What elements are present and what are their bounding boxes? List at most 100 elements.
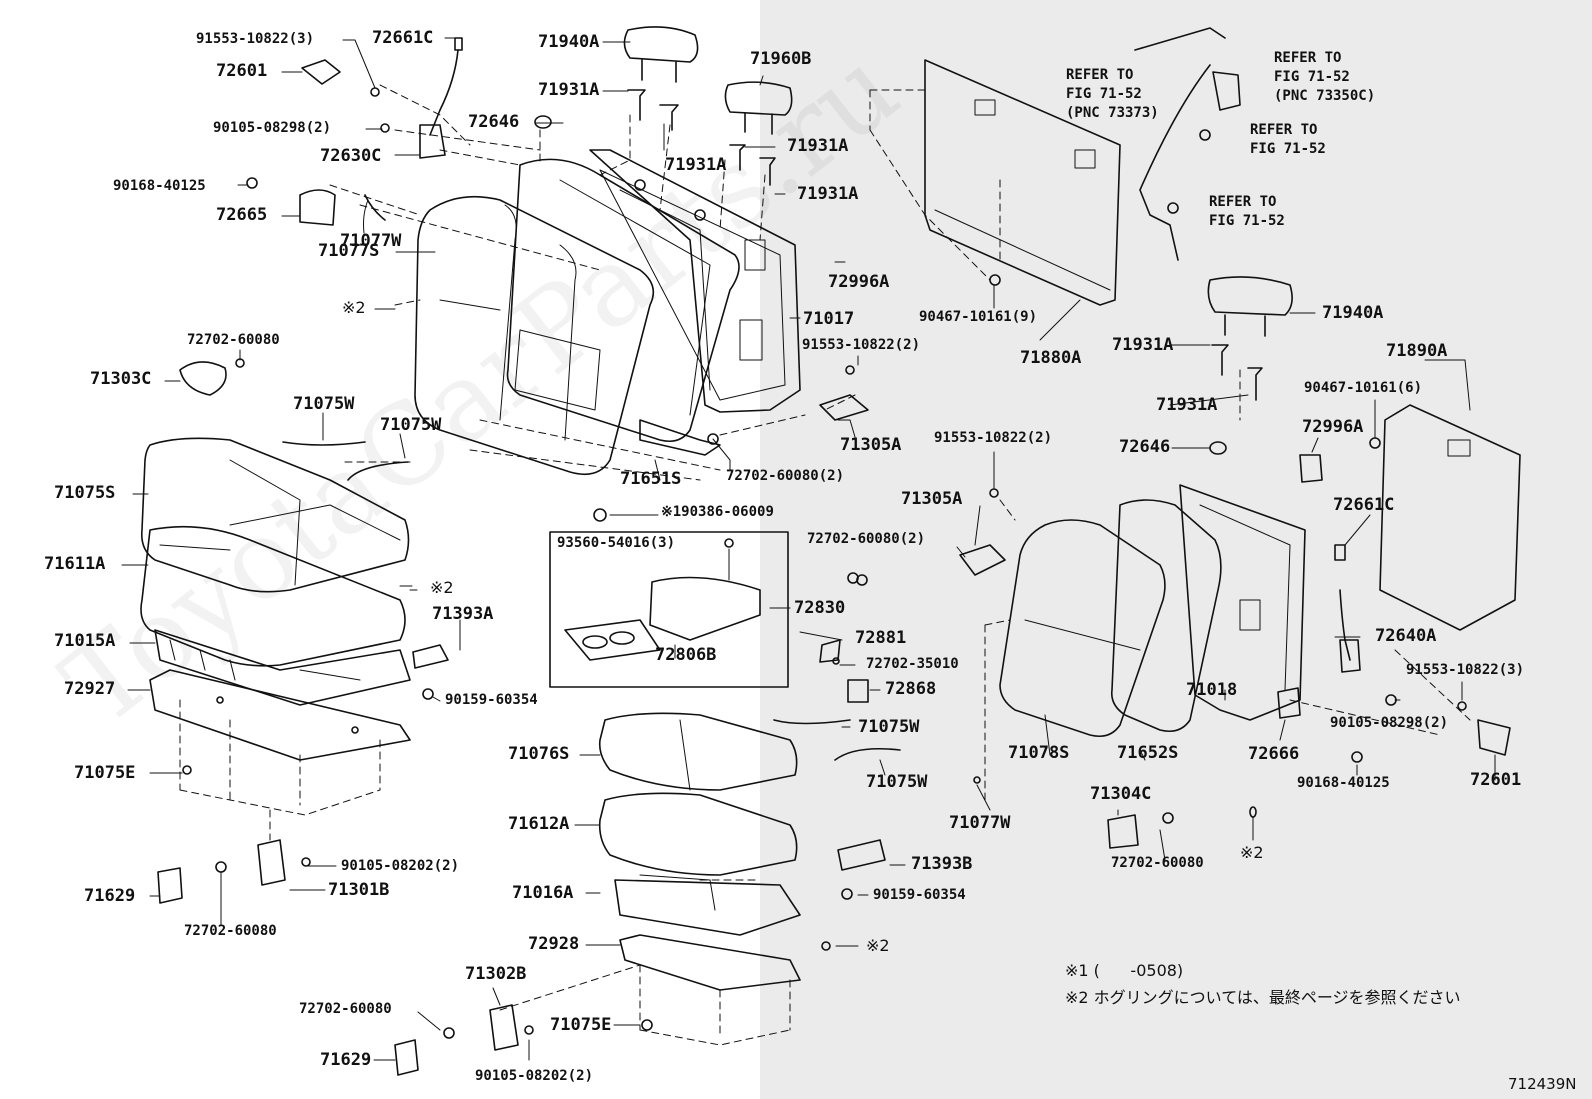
guide-lines-top-left (329, 84, 856, 481)
guide-lines-right (984, 369, 1471, 801)
part-label-72630C[interactable]: 72630C (320, 146, 382, 166)
part-label-72881[interactable]: 72881 (855, 628, 907, 648)
seat-cushion-tray-72928 (619, 934, 801, 991)
part-label-72702-60080-2[interactable]: 72702-60080(2) (726, 468, 845, 484)
part-label-71890A[interactable]: 71890A (1386, 341, 1448, 361)
headrest-guides-71931A (627, 89, 776, 186)
part-label-72702-60080[interactable]: 72702-60080 (184, 923, 277, 939)
seat-back-pad-71651S (506, 158, 740, 456)
part-label-71075E[interactable]: 71075E (74, 763, 136, 783)
reference-fig-71-52-pnc-73373[interactable]: REFER TO FIG 71-52 (PNC 73373) (1066, 67, 1159, 121)
part-label-71075W[interactable]: 71075W (866, 772, 928, 792)
seat-cushion-cover-71076S (598, 712, 798, 791)
part-label-90159-60354[interactable]: 90159-60354 (873, 887, 966, 903)
part-label-90386-06009[interactable]: ※190386-06009 (661, 504, 774, 520)
reference-fig-71-52[interactable]: REFER TO FIG 71-52 (1250, 122, 1326, 157)
part-label-71393A[interactable]: 71393A (432, 604, 494, 624)
small-parts-left-bottom (157, 441, 449, 904)
part-label-71305A[interactable]: 71305A (901, 489, 963, 509)
part-label-71302B[interactable]: 71302B (465, 964, 527, 984)
part-label-71077W[interactable]: 71077W (340, 231, 402, 251)
part-label-72927[interactable]: 72927 (64, 679, 116, 699)
part-label-90168-40125[interactable]: 90168-40125 (113, 178, 206, 194)
part-label-71303C[interactable]: 71303C (90, 369, 152, 389)
part-label-71612A[interactable]: 71612A (508, 814, 570, 834)
part-label-72646[interactable]: 72646 (468, 112, 520, 132)
part-label-72702-60080[interactable]: 72702-60080 (299, 1001, 392, 1017)
part-label-71078S[interactable]: 71078S (1008, 743, 1070, 763)
part-label-72601[interactable]: 72601 (216, 61, 268, 81)
reference-fig-71-52-pnc-73350c[interactable]: REFER TO FIG 71-52 (PNC 73350C) (1274, 50, 1376, 104)
part-label-72702-60080-2[interactable]: 72702-60080(2) (807, 531, 926, 547)
part-label-72640A[interactable]: 72640A (1375, 626, 1437, 646)
part-label-71077S[interactable]: 71077S (318, 241, 380, 261)
part-label-71305A[interactable]: 71305A (840, 435, 902, 455)
part-label-71076S[interactable]: 71076S (508, 744, 570, 764)
part-label-90105-08298-2[interactable]: 90105-08298(2) (1330, 715, 1449, 731)
part-label-71651S[interactable]: 71651S (620, 469, 682, 489)
part-label-72702-60080[interactable]: 72702-60080 (187, 332, 280, 348)
part-label-71016A[interactable]: 71016A (512, 883, 574, 903)
part-label-71880A[interactable]: 71880A (1020, 348, 1082, 368)
part-label-71611A[interactable]: 71611A (44, 554, 106, 574)
part-label-71018[interactable]: 71018 (1186, 680, 1238, 700)
part-label-72868[interactable]: 72868 (885, 679, 937, 699)
hog-ring-note-mark: ※2 (1240, 843, 1264, 862)
seat-back-frame-71017 (589, 149, 801, 413)
part-label-71075W[interactable]: 71075W (380, 415, 442, 435)
part-label-71301B[interactable]: 71301B (328, 880, 390, 900)
part-label-71075W[interactable]: 71075W (858, 717, 920, 737)
part-label-90168-40125[interactable]: 90168-40125 (1297, 775, 1390, 791)
part-label-71075S[interactable]: 71075S (54, 483, 116, 503)
seat-cushion-frame-71015A (154, 629, 411, 706)
part-label-71960B[interactable]: 71960B (750, 49, 812, 69)
part-label-72702-35010[interactable]: 72702-35010 (866, 656, 959, 672)
seat-back-cover-71077S (414, 195, 655, 476)
part-label-72996A[interactable]: 72996A (828, 272, 890, 292)
part-label-72661C[interactable]: 72661C (1333, 495, 1395, 515)
part-label-71940A[interactable]: 71940A (538, 32, 600, 52)
part-label-71077W[interactable]: 71077W (949, 813, 1011, 833)
part-label-90105-08202-2[interactable]: 90105-08202(2) (341, 858, 460, 874)
small-parts-top-left (179, 37, 552, 396)
part-label-71931A[interactable]: 71931A (1112, 335, 1174, 355)
part-label-71940A[interactable]: 71940A (1322, 303, 1384, 323)
part-label-71075W[interactable]: 71075W (293, 394, 355, 414)
reference-fig-71-52[interactable]: REFER TO FIG 71-52 (1209, 194, 1285, 229)
part-label-72996A[interactable]: 72996A (1302, 417, 1364, 437)
part-label-72928[interactable]: 72928 (528, 934, 580, 954)
part-label-71629[interactable]: 71629 (320, 1050, 372, 1070)
part-label-71304C[interactable]: 71304C (1090, 784, 1152, 804)
part-label-72806B[interactable]: 72806B (655, 645, 717, 665)
part-label-90105-08202-2[interactable]: 90105-08202(2) (475, 1068, 594, 1084)
part-label-91553-10822-3[interactable]: 91553-10822(3) (196, 31, 315, 47)
part-label-90467-10161-9[interactable]: 90467-10161(9) (919, 309, 1038, 325)
part-label-71652S[interactable]: 71652S (1117, 743, 1179, 763)
part-label-90159-60354[interactable]: 90159-60354 (445, 692, 538, 708)
part-label-72646[interactable]: 72646 (1119, 437, 1171, 457)
part-label-91553-10822-2[interactable]: 91553-10822(2) (934, 430, 1053, 446)
part-label-72601[interactable]: 72601 (1470, 770, 1522, 790)
part-label-71931A[interactable]: 71931A (538, 80, 600, 100)
part-label-71931A[interactable]: 71931A (1156, 395, 1218, 415)
seat-back-pad-71652S (1110, 499, 1222, 733)
part-label-71931A[interactable]: 71931A (787, 136, 849, 156)
part-label-71075E[interactable]: 71075E (550, 1015, 612, 1035)
part-label-91553-10822-3[interactable]: 91553-10822(3) (1406, 662, 1525, 678)
part-label-72661C[interactable]: 72661C (372, 28, 434, 48)
part-label-93560-54016-3[interactable]: 93560-54016(3) (557, 535, 676, 551)
part-label-71017[interactable]: 71017 (803, 309, 855, 329)
part-label-71629[interactable]: 71629 (84, 886, 136, 906)
part-label-91553-10822-2[interactable]: 91553-10822(2) (802, 337, 921, 353)
part-label-90105-08298-2[interactable]: 90105-08298(2) (213, 120, 332, 136)
part-label-72665[interactable]: 72665 (216, 205, 268, 225)
part-label-90467-10161-6[interactable]: 90467-10161(6) (1304, 380, 1423, 396)
part-label-71931A[interactable]: 71931A (797, 184, 859, 204)
part-label-71931A[interactable]: 71931A (665, 155, 727, 175)
part-label-72666[interactable]: 72666 (1248, 744, 1300, 764)
part-label-72830[interactable]: 72830 (794, 598, 846, 618)
part-label-72702-60080[interactable]: 72702-60080 (1111, 855, 1204, 871)
part-label-71015A[interactable]: 71015A (54, 631, 116, 651)
guide-lines-rear-panel (869, 89, 1001, 281)
part-label-71393B[interactable]: 71393B (911, 854, 973, 874)
